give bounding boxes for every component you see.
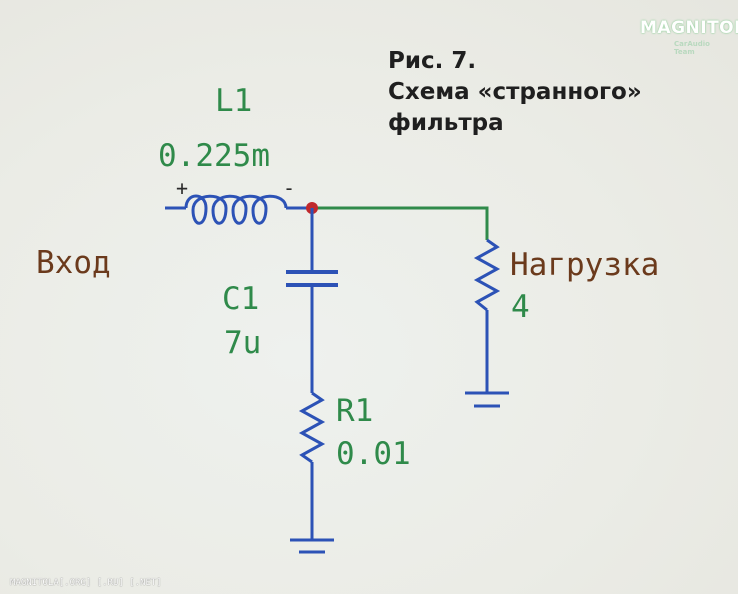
caption-line-1: Рис. 7.: [388, 48, 477, 74]
inductor-plus-sign: +: [176, 176, 189, 200]
input-label: Вход: [36, 245, 111, 281]
inductor-minus-sign: -: [283, 176, 296, 200]
capacitor-ref-label: C1: [222, 281, 260, 317]
load-value-label: 4: [511, 289, 530, 325]
caption-line-2: Схема «странного»: [388, 79, 642, 105]
load-resistor-zigzag: [473, 238, 501, 312]
figure-caption: Рис. 7. Схема «странного» фильтра: [388, 46, 642, 139]
watermark-logo: MAGNITOLA CarAudio Team: [640, 18, 738, 56]
resistor-ref-label: R1: [336, 393, 374, 429]
inductor-value-label: 0.225m: [158, 138, 270, 174]
inductor-ref-label: L1: [215, 83, 253, 119]
load-wire: [312, 206, 489, 240]
capacitor-value-label: 7u: [224, 325, 262, 361]
caption-line-3: фильтра: [388, 110, 504, 136]
load-label: Нагрузка: [510, 247, 660, 283]
resistor-r1-zigzag: [298, 391, 326, 464]
resistor-value-label: 0.01: [336, 436, 411, 472]
inductor-l1-coil: [184, 194, 288, 225]
logo-sub-text: CarAudio Team: [674, 40, 710, 56]
footer-watermark: MAGNITOLA[.ORG] [.RU] [.NET]: [10, 578, 162, 588]
logo-main-text: MAGNITOLA: [640, 18, 738, 38]
